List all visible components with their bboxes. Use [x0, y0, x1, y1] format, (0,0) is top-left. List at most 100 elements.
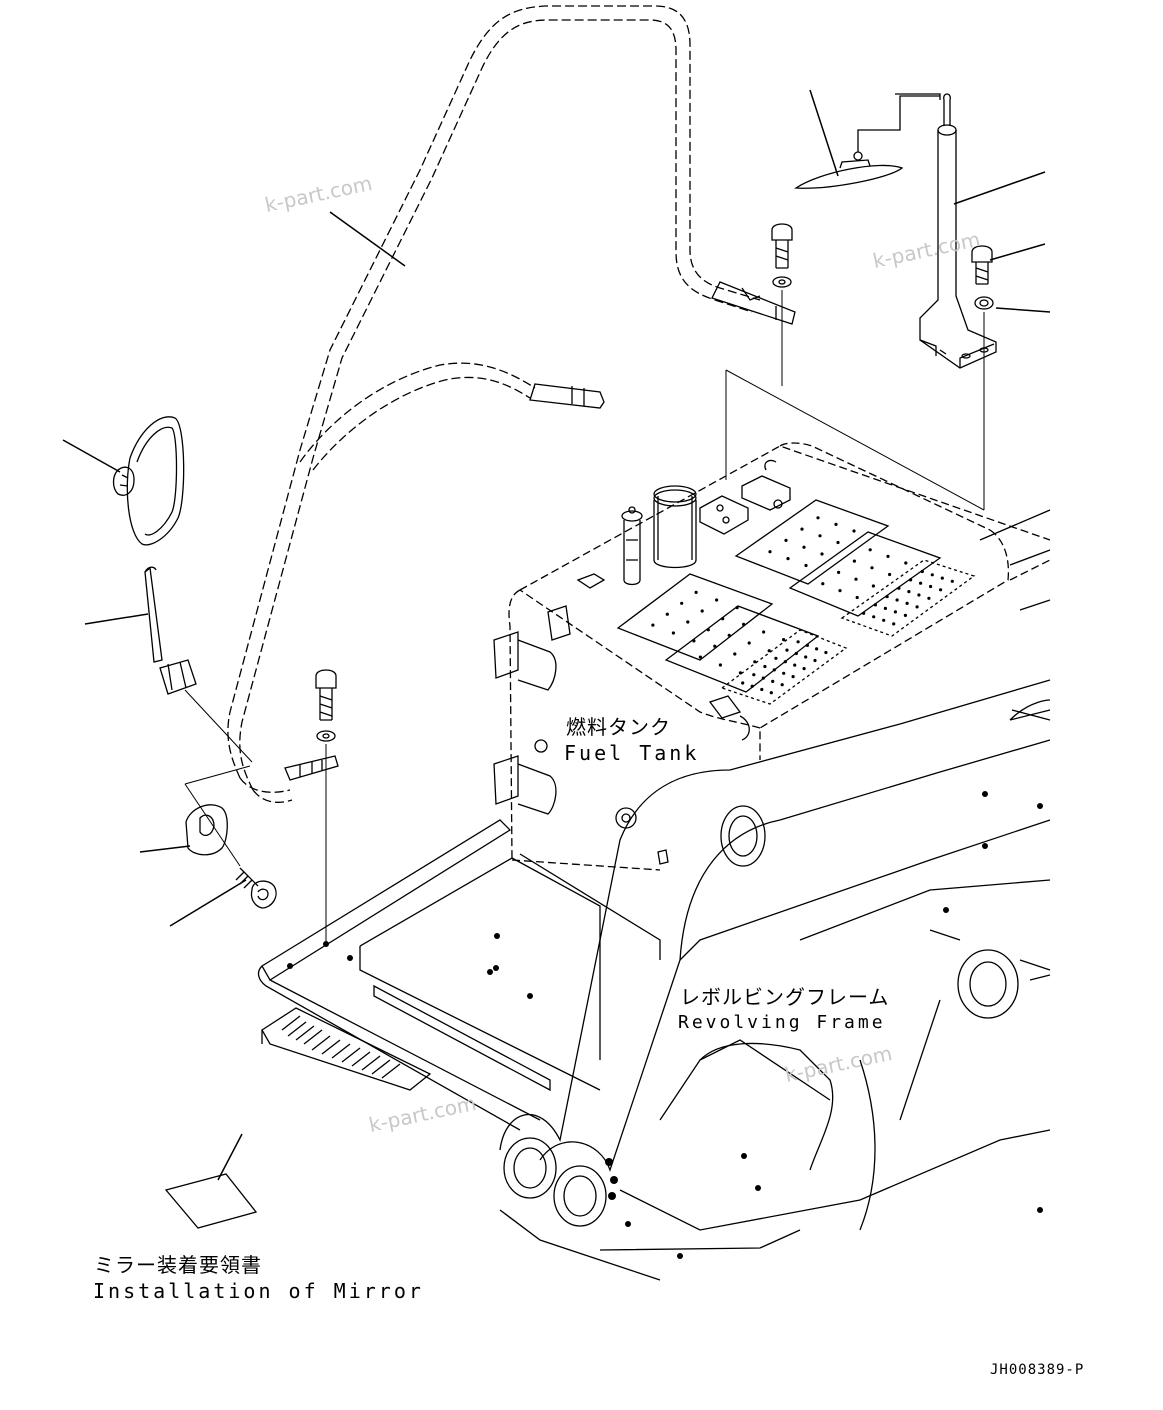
plate-hole [741, 681, 745, 685]
drawing-code: JH008389-P [990, 1362, 1085, 1378]
plate-hole [854, 577, 858, 581]
plate-hole [805, 643, 810, 648]
plate-hole [671, 631, 676, 635]
plate-hole [883, 606, 888, 611]
bolt-center [316, 670, 336, 741]
plate-hole [904, 561, 908, 565]
plate-hole [907, 590, 911, 594]
plate-hole [802, 667, 806, 671]
plate-hole [939, 588, 943, 592]
plate-hole [804, 655, 808, 659]
plate-hole [895, 598, 899, 602]
plate-hole [882, 618, 886, 622]
leader-lines [63, 90, 1050, 1180]
revolving-frame-label-en: Revolving Frame [678, 1012, 886, 1033]
plate-hole [738, 671, 743, 675]
mirror-manual-label-en: Installation of Mirror [93, 1279, 424, 1303]
plate-hole [786, 557, 790, 561]
plate-hole [852, 529, 856, 533]
plate-hole [871, 584, 876, 588]
work-lamp [796, 94, 940, 188]
plate-hole [836, 540, 840, 545]
plate-hole [760, 687, 764, 692]
plate-hole [742, 622, 746, 627]
plate-hole [782, 671, 786, 675]
plate-hole [815, 647, 819, 651]
plate-hole [862, 611, 866, 615]
plate-hole [820, 552, 824, 556]
reference-lines [185, 290, 984, 942]
plate-hole [892, 622, 896, 626]
plate-hole [767, 649, 771, 653]
plate-hole [752, 673, 756, 677]
plate-hole [804, 563, 808, 568]
plate-hole [885, 595, 889, 599]
plate-hole [915, 605, 919, 609]
plate-hole [780, 683, 784, 687]
manual-sheet-icon [166, 1174, 256, 1228]
fuel-cap [654, 486, 696, 568]
plate-hole [727, 633, 731, 637]
rail-end-fittings [285, 282, 795, 780]
plate-hole [686, 620, 690, 624]
lamp-stay [920, 94, 996, 368]
plate-hole [794, 651, 798, 656]
plate-hole [930, 573, 934, 577]
plate-hole [784, 538, 788, 543]
plate-hole [768, 550, 772, 554]
plate-hole [665, 612, 669, 616]
plate-hole [783, 660, 787, 664]
plate-hole [813, 658, 817, 663]
tank-plates [618, 500, 974, 704]
plate-hole [771, 679, 775, 684]
plate-hole [769, 691, 773, 695]
plate-hole [796, 640, 800, 644]
plate-hole [834, 522, 838, 527]
plate-hole [774, 656, 778, 660]
plate-hole [852, 559, 857, 563]
plate-hole [816, 516, 820, 520]
plate-hole [700, 609, 704, 613]
fuel-tank-label-en: Fuel Tank [564, 741, 700, 765]
plate-hole [824, 650, 828, 655]
mirror-manual-label-jp: ミラー装着要領書 [94, 1253, 262, 1277]
plate-hole [888, 572, 892, 577]
plate-hole [868, 548, 872, 552]
plate-hole [721, 617, 725, 621]
handrail [228, 6, 760, 802]
revolving-frame [259, 510, 1050, 1280]
plate-hole [929, 584, 933, 589]
plate-hole [713, 644, 717, 648]
plate-hole [920, 569, 924, 574]
plate-hole [855, 595, 859, 600]
clamp-bolt [186, 805, 276, 908]
plate-hole [715, 598, 719, 602]
plate-hole [873, 603, 878, 607]
plate-hole [886, 554, 890, 559]
plate-hole [785, 648, 789, 652]
plate-hole [927, 596, 931, 600]
plate-hole [698, 655, 703, 659]
plate-hole [919, 581, 923, 585]
plate-hole [950, 579, 954, 583]
level-gauge [622, 507, 642, 585]
plate-hole [747, 641, 751, 645]
plate-hole [680, 601, 684, 605]
plate-hole [733, 652, 737, 656]
plate-hole [838, 589, 842, 593]
plate-hole [872, 615, 876, 619]
fuel-tank-label-jp: 燃料タンク [566, 715, 671, 739]
plate-hole [893, 610, 898, 614]
plate-hole [818, 534, 822, 538]
plate-hole [917, 593, 921, 597]
bolt-right [972, 246, 993, 309]
plate-hole [651, 623, 655, 627]
plate-hole [763, 664, 767, 669]
plate-hole [750, 684, 754, 688]
plate-hole [821, 582, 825, 586]
revolving-frame-label-jp: レボルビングフレーム [680, 985, 890, 1009]
plate-hole [772, 668, 776, 672]
plate-hole [761, 676, 765, 680]
plate-hole [940, 576, 944, 580]
